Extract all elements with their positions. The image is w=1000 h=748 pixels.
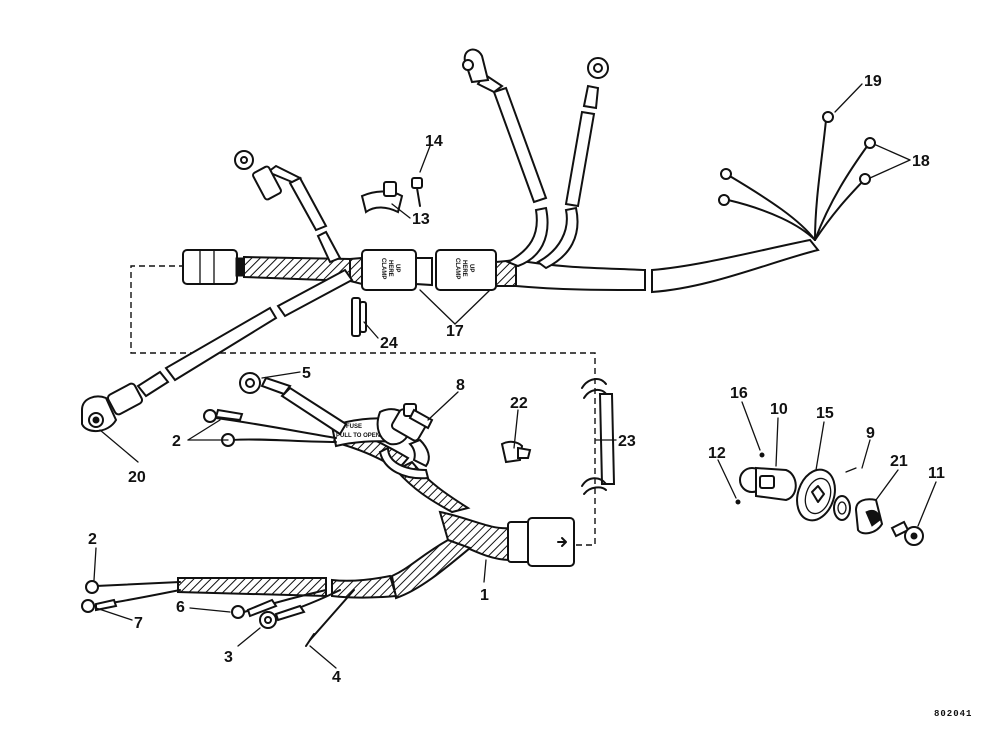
connector-clip: [581, 378, 616, 495]
leader-lines: [93, 83, 937, 669]
callout-17: 17: [446, 323, 464, 340]
dashed-connection-path: [130, 265, 596, 546]
grommet-part: [351, 297, 367, 337]
callout-1: 1: [480, 587, 489, 604]
callout-labels: 14 13 17 19 18 24 5 8 22 2 23 20 1 2 7 6…: [88, 73, 945, 686]
switch-cover: [854, 498, 884, 535]
callout-18: 18: [912, 153, 930, 170]
fuse-holder: FUSE PULL TO OPEN: [330, 408, 430, 480]
sleeve-2-text-2: HERE: [461, 260, 467, 277]
callout-16: 16: [730, 385, 748, 402]
lower-connector: [438, 510, 575, 567]
callout-8: 8: [456, 377, 465, 394]
screw-9: [845, 467, 857, 473]
callout-13: 13: [412, 211, 430, 228]
sleeve-2-text-1: CLAMP: [454, 258, 460, 279]
sleeve-1-text-3: UP: [394, 264, 400, 272]
callout-22: 22: [510, 395, 528, 412]
callout-20: 20: [128, 469, 146, 486]
mounting-plate: [796, 468, 836, 522]
callout-12: 12: [708, 445, 726, 462]
callout-5: 5: [302, 365, 311, 382]
upper-harness: CLAMP HERE UP CLAMP HERE UP: [81, 48, 876, 432]
clamp-sleeve-2: CLAMP HERE UP: [435, 249, 497, 291]
nut-part: [833, 495, 851, 521]
callout-19: 19: [864, 73, 882, 90]
upper-left-connector: [182, 249, 245, 285]
screw-part: [411, 177, 423, 207]
callout-7: 7: [134, 615, 143, 632]
clip-part: [500, 440, 532, 464]
sleeve-1-text-1: CLAMP: [380, 258, 386, 279]
right-wire-fan: [718, 111, 876, 241]
callout-15: 15: [816, 405, 834, 422]
callout-10: 10: [770, 401, 788, 418]
clamp-part: [360, 181, 404, 214]
callout-23: 23: [618, 433, 636, 450]
lower-harness: FUSE PULL TO OPEN: [81, 372, 575, 647]
ignition-key: [890, 520, 924, 546]
callout-11: 11: [928, 465, 945, 482]
part-16-dot: [759, 452, 765, 458]
callout-6: 6: [176, 599, 185, 616]
callout-21: 21: [890, 453, 908, 470]
callout-3: 3: [224, 649, 233, 666]
callout-14: 14: [425, 133, 443, 150]
ignition-switch-body: [739, 466, 797, 502]
fuse-bolt: [403, 403, 434, 430]
callout-4: 4: [332, 669, 341, 686]
part-12-dot: [735, 499, 741, 505]
callout-2-lower: 2: [88, 531, 97, 548]
callout-9: 9: [866, 425, 875, 442]
figure-reference-number: 802041: [934, 709, 972, 719]
callout-24: 24: [380, 335, 398, 352]
sleeve-2-text-3: UP: [468, 264, 474, 272]
fuse-text-1: FUSE: [346, 424, 362, 430]
ignition-switch-group: [735, 452, 924, 546]
fuse-text-2: PULL TO OPEN: [336, 433, 380, 439]
sleeve-1-text-2: HERE: [387, 260, 393, 277]
clamp-sleeve-1: CLAMP HERE UP: [361, 249, 417, 291]
callout-2-upper: 2: [172, 433, 181, 450]
